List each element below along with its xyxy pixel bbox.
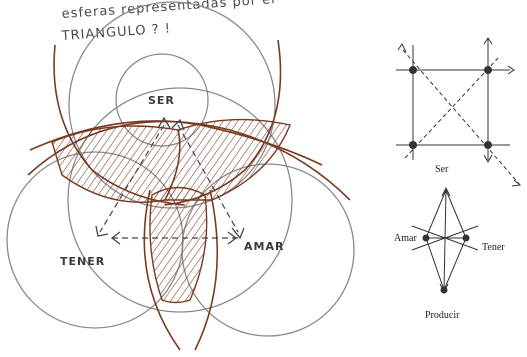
label-tener: TENER <box>60 255 105 268</box>
venn-sketch: esferas representadas por el TRIANGULO ?… <box>0 0 370 357</box>
diagram-label-amar: Amar <box>394 233 417 244</box>
right-panel <box>372 0 527 357</box>
diagram-label-producir: Producir <box>425 310 460 321</box>
point-bl <box>409 141 417 149</box>
point-tener <box>463 235 470 242</box>
point-br <box>484 141 492 149</box>
point-tr <box>484 66 492 74</box>
diagram-label-tener: Tener <box>482 242 505 253</box>
label-amar: AMAR <box>244 240 284 253</box>
label-ser: SER <box>148 94 175 107</box>
diagram-label-ser: Ser <box>435 164 449 175</box>
point-amar <box>423 235 430 242</box>
point-tl <box>409 66 417 74</box>
point-producir <box>441 287 448 294</box>
